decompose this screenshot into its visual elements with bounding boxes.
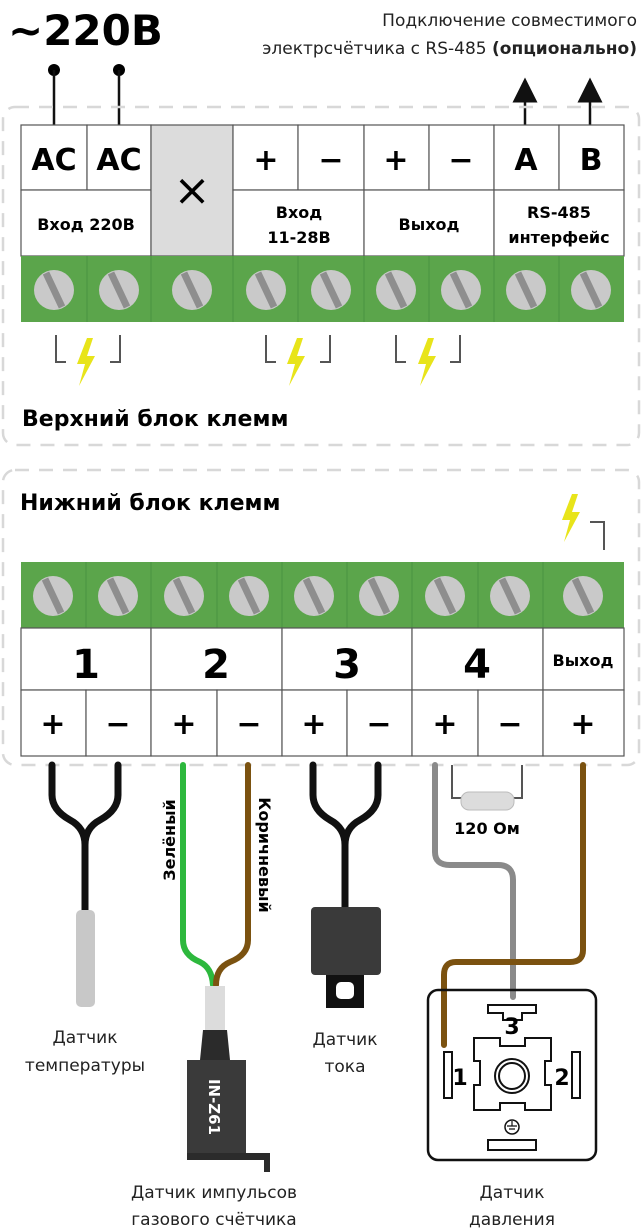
terminal-dc-in-minus: − xyxy=(318,143,343,178)
brown-wire-label: Коричневый xyxy=(255,797,274,912)
sign-plus: + xyxy=(40,707,65,742)
upper-block-title: Верхний блок клемм xyxy=(22,407,288,432)
screw-icon xyxy=(571,270,611,310)
group-1: 1 xyxy=(72,642,100,688)
sign-plus: + xyxy=(171,707,196,742)
lightning-icon xyxy=(77,338,95,386)
pressure-label-1: Датчик xyxy=(480,1183,545,1203)
gas-pulse-sensor: IN-Z61 Зелёный Коричневый Датчик импульс… xyxy=(131,762,297,1230)
gas-label-1: Датчик импульсов xyxy=(131,1183,297,1203)
screw-icon xyxy=(99,270,139,310)
screw-icon xyxy=(164,576,204,616)
lightning-icon xyxy=(562,494,580,542)
sign-minus: − xyxy=(366,707,391,742)
group-output: Выход xyxy=(553,651,614,670)
terminal-ac-1: AC xyxy=(31,143,76,178)
sign-plus: + xyxy=(432,707,457,742)
group-input-dc-1: Вход xyxy=(276,203,323,222)
group-2: 2 xyxy=(202,642,230,688)
group-rs485-2: интерфейс xyxy=(508,228,609,247)
screw-icon xyxy=(425,576,465,616)
terminal-unused: × xyxy=(174,165,211,216)
resistor-label: 120 Ом xyxy=(454,819,520,838)
sign-minus: − xyxy=(236,707,261,742)
temperature-sensor: Датчик температуры xyxy=(25,761,145,1076)
screw-icon xyxy=(34,270,74,310)
screw-icon xyxy=(490,576,530,616)
lower-lightning-icon xyxy=(562,494,605,550)
current-label-1: Датчик xyxy=(313,1030,378,1050)
upper-lightning-icons xyxy=(55,335,461,386)
group-output: Выход xyxy=(399,215,460,234)
screw-icon xyxy=(506,270,546,310)
terminal-a: A xyxy=(514,143,538,178)
pin-3: 3 xyxy=(504,1015,519,1040)
screw-icon xyxy=(441,270,481,310)
terminal-out-plus: + xyxy=(383,143,408,178)
ground-icon xyxy=(504,1119,520,1135)
terminal-ac-2: AC xyxy=(96,143,141,178)
screw-icon xyxy=(294,576,334,616)
sign-plus: + xyxy=(301,707,326,742)
current-label-2: тока xyxy=(325,1057,366,1077)
screw-icon xyxy=(33,576,73,616)
screw-icon xyxy=(246,270,286,310)
lower-block-title: Нижний блок клемм xyxy=(20,491,281,516)
pin-1: 1 xyxy=(452,1066,467,1091)
terminal-b: B xyxy=(580,143,603,178)
sign-minus: − xyxy=(105,707,130,742)
pressure-label-2: давления xyxy=(469,1210,555,1230)
rs485-note-line2: электрсчётчика с RS-485 (опционально) xyxy=(262,39,637,59)
temperature-label-2: температуры xyxy=(25,1056,145,1076)
screw-icon xyxy=(359,576,399,616)
upper-terminal-table: AC AC × + − + − A B Вход 220В Вход 11-28… xyxy=(20,124,625,257)
sign-plus: + xyxy=(570,707,595,742)
lower-screw-row xyxy=(21,562,624,628)
green-wire-label: Зелёный xyxy=(160,799,179,881)
screw-icon xyxy=(311,270,351,310)
voltage-label: ~220В xyxy=(8,6,163,55)
current-sensor: Датчик тока xyxy=(309,761,382,1077)
pin-2: 2 xyxy=(554,1066,569,1091)
screw-icon xyxy=(98,576,138,616)
lightning-icon xyxy=(287,338,305,386)
screw-icon xyxy=(229,576,269,616)
group-3: 3 xyxy=(333,642,361,688)
temperature-label-1: Датчик xyxy=(53,1028,118,1048)
lower-block-frame xyxy=(1,468,641,767)
gas-label-2: газового счётчика xyxy=(131,1210,296,1230)
lower-terminal-table: 1 2 3 4 Выход + − + − + − + − + xyxy=(20,627,625,757)
group-input-220: Вход 220В xyxy=(37,215,135,234)
terminal-out-minus: − xyxy=(448,143,473,178)
group-rs485-1: RS-485 xyxy=(527,203,591,222)
upper-screw-row xyxy=(21,256,624,322)
screw-icon xyxy=(563,576,603,616)
gas-sensor-model: IN-Z61 xyxy=(205,1079,223,1135)
group-input-dc-2: 11-28В xyxy=(267,228,330,247)
rs485-note-line1: Подключение совместимого xyxy=(382,11,637,31)
group-4: 4 xyxy=(463,642,491,688)
sign-minus: − xyxy=(497,707,522,742)
screw-icon xyxy=(172,270,212,310)
pressure-sensor: 120 Ом 1 2 3 Датчик давления xyxy=(426,762,598,1230)
screw-icon xyxy=(376,270,416,310)
lightning-icon xyxy=(418,338,436,386)
terminal-dc-in-plus: + xyxy=(253,143,278,178)
